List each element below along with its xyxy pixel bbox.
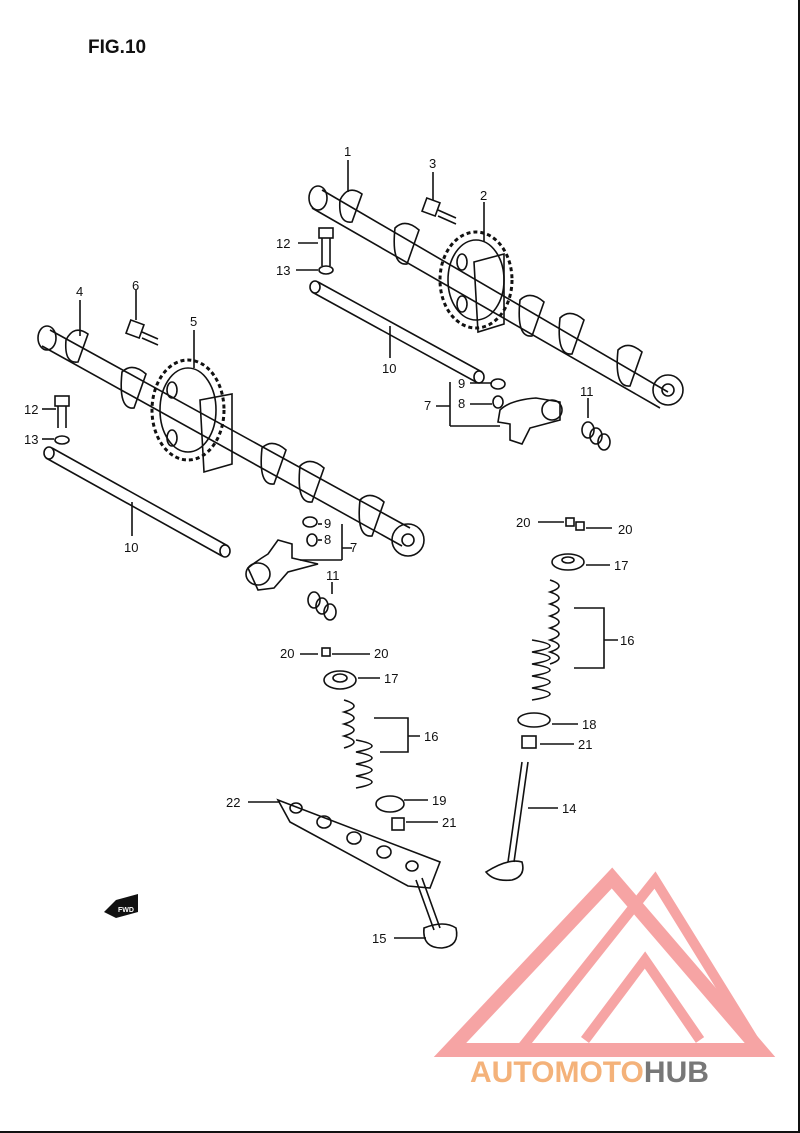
cam-sprocket-upper — [438, 230, 514, 334]
exhaust-valve — [415, 877, 458, 949]
camshaft-upper — [308, 185, 684, 409]
watermark-text-part2: HUB — [644, 1056, 709, 1089]
spring-seat-left — [375, 795, 405, 813]
rocker-arm-lower — [245, 516, 319, 591]
callout-13-upper: 13 — [276, 263, 290, 278]
callout-20-left-b: 20 — [374, 646, 388, 661]
spring-retainer-right — [551, 553, 585, 571]
watermark-logo-mark — [433, 867, 776, 1057]
callout-7-lower: 7 — [350, 540, 357, 555]
cam-sprocket-lower — [150, 358, 233, 474]
callout-20-left-a: 20 — [280, 646, 294, 661]
callout-7-upper: 7 — [424, 398, 431, 413]
callout-12-lower: 12 — [24, 402, 38, 417]
callout-19: 19 — [432, 793, 446, 808]
intake-valve — [484, 761, 529, 882]
valve-cotters-right — [565, 517, 585, 531]
fwd-direction-badge: FWD — [104, 894, 138, 918]
callout-9-lower: 9 — [324, 516, 331, 531]
callout-16-left: 16 — [424, 729, 438, 744]
callout-21-right: 21 — [578, 737, 592, 752]
valve-cotters-left — [321, 647, 331, 657]
leader-lines — [42, 160, 618, 939]
callout-16-right: 16 — [620, 633, 634, 648]
sprocket-bolt-upper — [421, 197, 457, 225]
callout-18: 18 — [582, 717, 596, 732]
callout-11-lower: 11 — [326, 568, 340, 583]
callout-15: 15 — [372, 931, 386, 946]
fwd-badge-text: FWD — [118, 907, 134, 914]
spring-seat-right — [517, 712, 551, 728]
rocker-spring-upper — [581, 421, 611, 451]
valve-gasket-plate — [276, 798, 442, 889]
callout-22: 22 — [226, 795, 240, 810]
oil-seal-right — [521, 735, 537, 749]
callout-6: 6 — [132, 278, 139, 293]
watermark-text-part1: AUTOMOTO — [470, 1056, 644, 1089]
callout-4: 4 — [76, 284, 83, 299]
callout-11-upper: 11 — [580, 384, 594, 399]
rocker-shaft-lower — [43, 446, 231, 558]
camshaft-lower — [37, 325, 425, 557]
callout-5: 5 — [190, 314, 197, 329]
callout-10-upper: 10 — [382, 361, 396, 376]
callout-21-left: 21 — [442, 815, 456, 830]
callout-20-right-a: 20 — [516, 515, 530, 530]
callout-8-lower: 8 — [324, 532, 331, 547]
bolt-12-upper — [318, 227, 334, 275]
spring-retainer-left — [323, 670, 357, 690]
callout-14: 14 — [562, 801, 576, 816]
watermark-text: AUTOMOTOHUB — [470, 1056, 709, 1089]
callout-9-upper: 9 — [458, 376, 465, 391]
valve-springs-right — [531, 579, 560, 701]
callout-20-right-b: 20 — [618, 522, 632, 537]
callout-2: 2 — [480, 188, 487, 203]
callout-3: 3 — [429, 156, 436, 171]
bolt-12-lower — [54, 395, 70, 445]
callout-10-lower: 10 — [124, 540, 138, 555]
callout-12-upper: 12 — [276, 236, 290, 251]
callout-13-lower: 13 — [24, 432, 38, 447]
callout-17-right: 17 — [614, 558, 628, 573]
sprocket-bolt-lower — [125, 319, 159, 346]
figure-title: FIG.10 — [88, 37, 146, 58]
rocker-arm-upper — [490, 378, 563, 445]
rocker-shaft-upper — [309, 280, 485, 384]
callout-1: 1 — [344, 144, 351, 159]
callout-8-upper: 8 — [458, 396, 465, 411]
callout-17-left: 17 — [384, 671, 398, 686]
oil-seal-left — [391, 817, 405, 831]
valve-springs-left — [341, 699, 373, 789]
rocker-spring-lower — [307, 591, 337, 621]
